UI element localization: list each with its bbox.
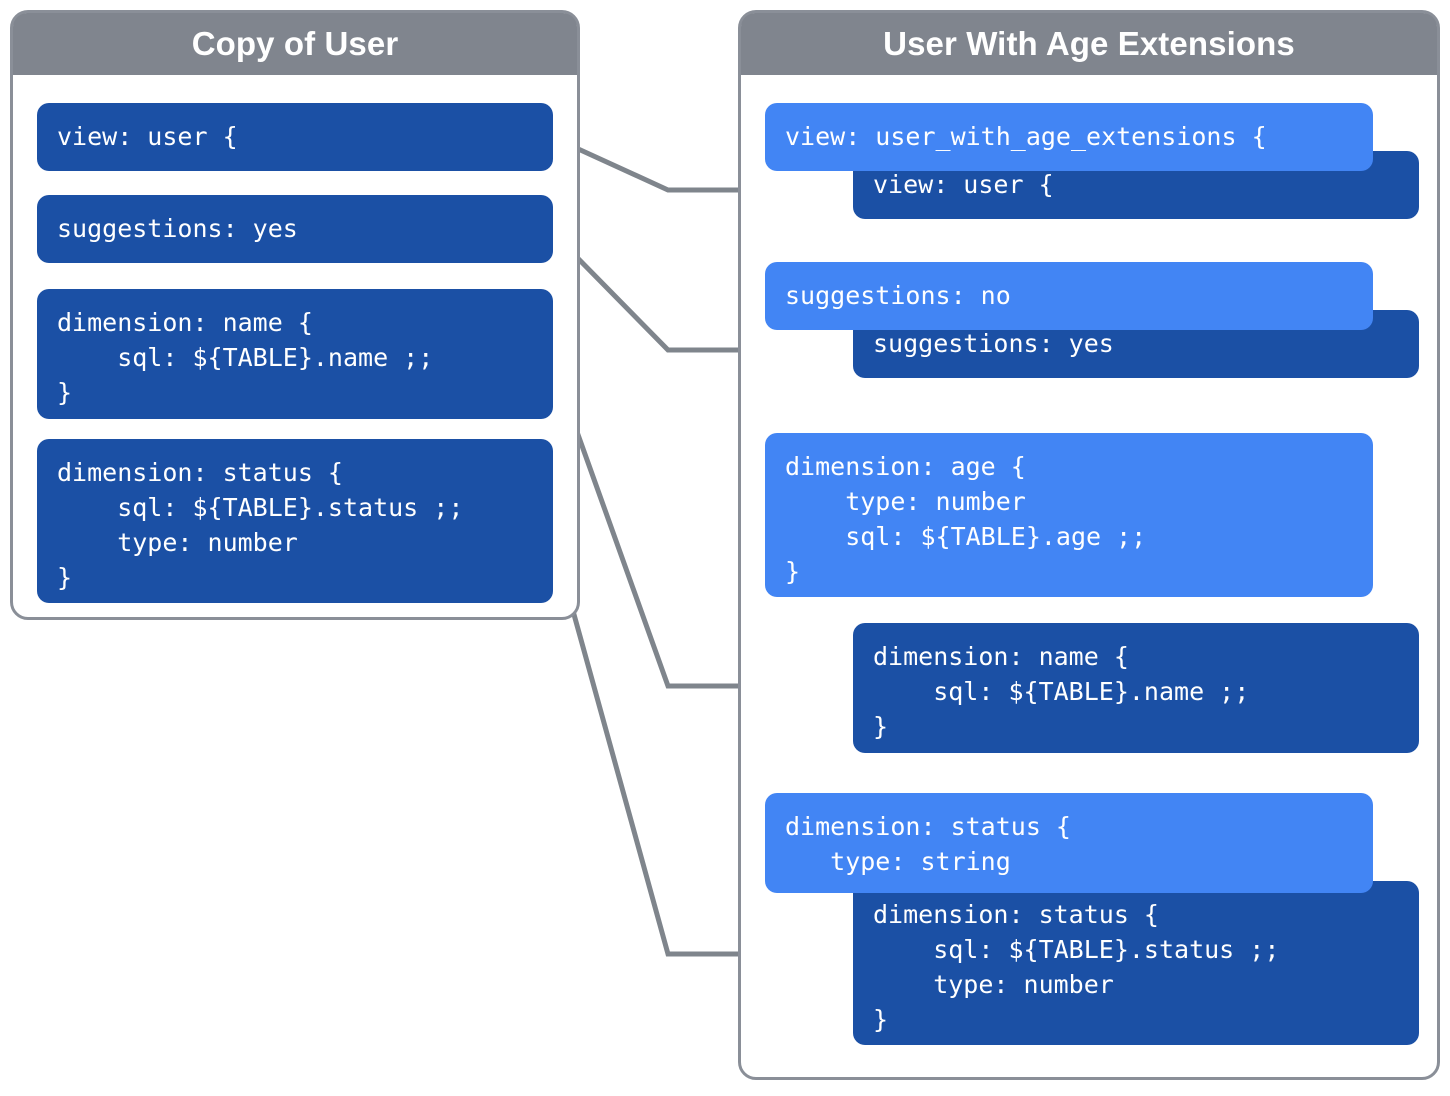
panel-copy-of-user-body: view: user { suggestions: yes dimension:… — [13, 75, 577, 620]
code-block-right-dimension-status-extension[interactable]: dimension: status { type: string — [765, 793, 1373, 893]
panel-user-with-age-extensions-body: view: user_with_age_extensions { view: u… — [741, 75, 1437, 1080]
panel-user-with-age-extensions-title: User With Age Extensions — [741, 13, 1437, 75]
panel-user-with-age-extensions: User With Age Extensions view: user_with… — [738, 10, 1440, 1080]
code-block-left-dimension-name[interactable]: dimension: name { sql: ${TABLE}.name ;; … — [37, 289, 553, 419]
code-block-right-dimension-age[interactable]: dimension: age { type: number sql: ${TAB… — [765, 433, 1373, 597]
panel-copy-of-user-title: Copy of User — [13, 13, 577, 75]
code-block-right-dimension-name-inherited[interactable]: dimension: name { sql: ${TABLE}.name ;; … — [853, 623, 1419, 753]
code-block-left-dimension-status[interactable]: dimension: status { sql: ${TABLE}.status… — [37, 439, 553, 603]
code-block-left-suggestions[interactable]: suggestions: yes — [37, 195, 553, 263]
code-block-right-view-extension[interactable]: view: user_with_age_extensions { — [765, 103, 1373, 171]
code-block-left-view[interactable]: view: user { — [37, 103, 553, 171]
code-block-right-dimension-status-inherited[interactable]: dimension: status { sql: ${TABLE}.status… — [853, 881, 1419, 1045]
code-block-right-suggestions-extension[interactable]: suggestions: no — [765, 262, 1373, 330]
panel-copy-of-user: Copy of User view: user { suggestions: y… — [10, 10, 580, 620]
